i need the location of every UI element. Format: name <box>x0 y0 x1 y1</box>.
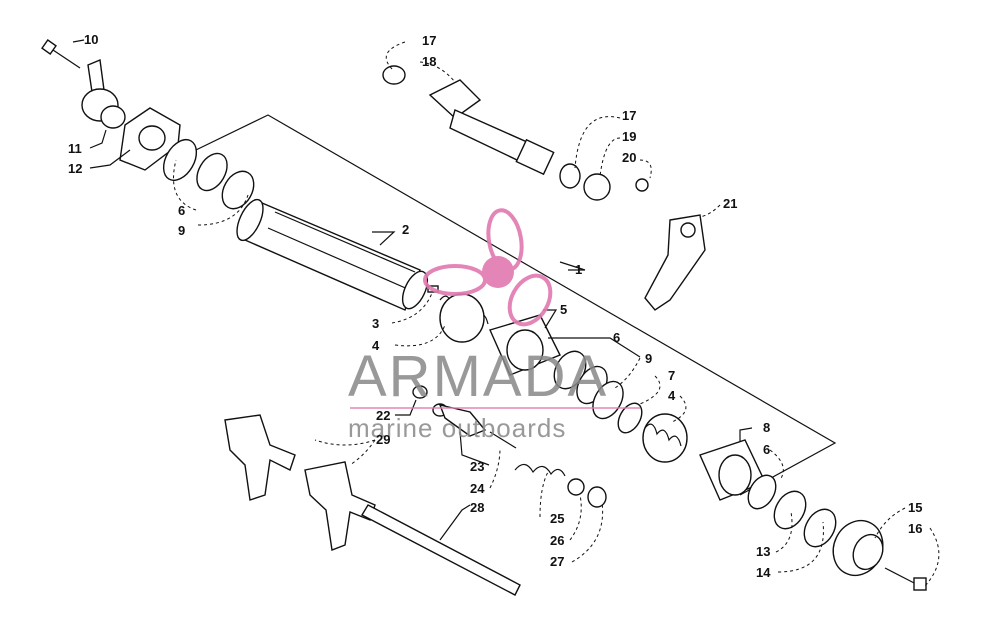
callout-9: 9 <box>645 351 652 366</box>
callout-8: 8 <box>763 420 770 435</box>
part-15-gear <box>832 519 884 577</box>
part-29-fork-a <box>224 414 296 501</box>
callout-12: 12 <box>68 161 82 176</box>
callout-9: 9 <box>178 223 185 238</box>
part-6-ring-c <box>747 474 777 510</box>
part-9-ring-d <box>592 380 624 420</box>
watermark-brand: ARMADA <box>348 344 608 409</box>
part-19-bearing <box>583 173 611 201</box>
callout-23: 23 <box>470 459 484 474</box>
part-17-washer-a <box>382 65 406 85</box>
part-4-spring-a <box>439 293 489 343</box>
callout-15: 15 <box>908 500 922 515</box>
callout-25: 25 <box>550 511 564 526</box>
part-22-washer <box>412 385 428 399</box>
callout-22: 22 <box>376 408 390 423</box>
part-25-spring <box>514 463 566 477</box>
callout-18: 18 <box>422 54 436 69</box>
callout-11: 11 <box>68 141 82 156</box>
part-2-shift-drum <box>236 198 429 311</box>
callout-4: 4 <box>372 338 380 353</box>
part-5-collar <box>489 314 561 376</box>
part-7-clip <box>617 402 643 434</box>
watermark-subtitle: marine outboards <box>348 413 566 443</box>
callout-13: 13 <box>756 544 770 559</box>
callout-7: 7 <box>668 368 675 383</box>
callout-6: 6 <box>178 203 185 218</box>
part-17-washer-b <box>559 163 581 189</box>
callout-20: 20 <box>622 150 636 165</box>
armada-logo <box>350 208 640 409</box>
part-21-shift-arm <box>644 214 706 311</box>
callout-24: 24 <box>470 481 485 496</box>
callout-26: 26 <box>550 533 564 548</box>
callout-10: 10 <box>84 32 98 47</box>
callout-4: 4 <box>668 388 676 403</box>
callout-21: 21 <box>723 196 737 211</box>
callout-6: 6 <box>763 442 770 457</box>
callout-27: 27 <box>550 554 564 569</box>
part-11-actuator <box>81 59 126 129</box>
callout-16: 16 <box>908 521 922 536</box>
callout-3: 3 <box>372 316 379 331</box>
callout-19: 19 <box>622 129 636 144</box>
callout-17: 17 <box>622 108 636 123</box>
callout-28: 28 <box>470 500 484 515</box>
callout-5: 5 <box>560 302 567 317</box>
callout-14: 14 <box>756 565 771 580</box>
part-6-ring-a <box>162 139 198 181</box>
callout-6: 6 <box>613 330 620 345</box>
callout-2: 2 <box>402 222 409 237</box>
part-13-washer <box>773 490 807 530</box>
part-23-lever <box>432 403 487 437</box>
part-20-screw <box>635 178 649 192</box>
part-9-ring-a <box>196 152 228 192</box>
callout-labels: 10 11 12 6 9 2 17 18 17 19 20 21 1 5 3 4… <box>68 32 922 580</box>
part-26-washer <box>567 478 585 496</box>
assembly-bracket-1 <box>164 114 837 496</box>
part-14-washer <box>803 508 837 548</box>
part-4-spring-b <box>642 413 688 463</box>
part-24-pin <box>489 431 517 449</box>
leader-lines <box>72 39 940 587</box>
part-18-shift-shaft <box>428 79 555 176</box>
part-10-bolt <box>41 39 81 69</box>
part-27-nut <box>587 486 607 508</box>
callout-1: 1 <box>575 262 582 277</box>
part-28-rod <box>361 504 521 596</box>
callout-29: 29 <box>376 432 390 447</box>
callout-17: 17 <box>422 33 436 48</box>
part-9-ring-b <box>221 170 255 210</box>
part-16-bolt <box>884 567 927 591</box>
part-29-fork-b <box>304 461 376 551</box>
